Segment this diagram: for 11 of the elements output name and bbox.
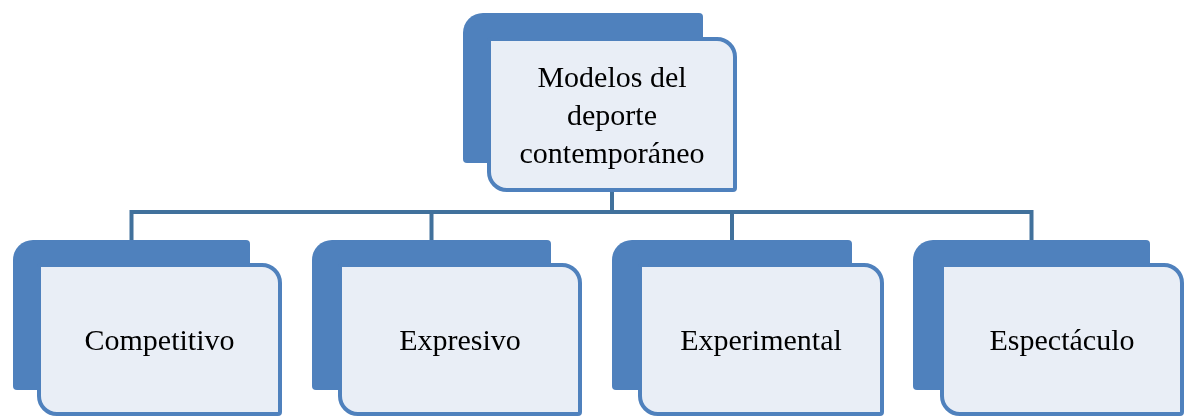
node-label: Espectáculo [989, 321, 1135, 358]
node-label: Experimental [680, 321, 842, 358]
hierarchy-box [463, 13, 737, 192]
hierarchy-box [913, 240, 1184, 416]
node-label: Expresivo [399, 321, 521, 358]
node-label: Competitivo [84, 321, 235, 358]
connector-line [610, 192, 1034, 240]
hierarchy-box [312, 240, 582, 416]
node-label: Modelos del deporte contemporáneo [518, 58, 706, 171]
hierarchy-box [13, 240, 282, 416]
hierarchy-box [612, 240, 884, 416]
